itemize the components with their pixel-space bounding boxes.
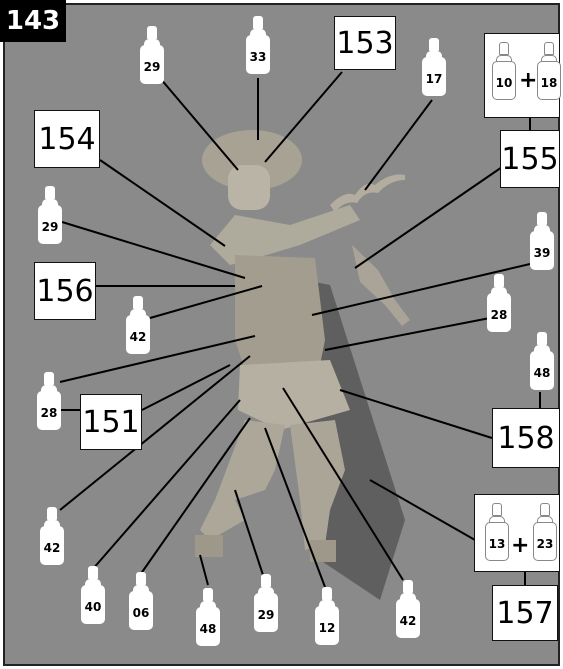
paint-bottle-48: 48 [530,332,554,390]
paint-bottle-18: 18 [537,42,561,100]
mix-13-23-box: 13 + 23 [474,494,560,572]
paint-number: 42 [390,614,426,628]
paint-number: 13 [479,537,515,551]
paint-number: 12 [309,621,345,635]
paint-bottle-29: 29 [38,186,62,244]
paint-number: 40 [75,600,111,614]
paint-bottle-42: 42 [126,296,150,354]
paint-number: 39 [524,246,560,260]
mix-10-18-box: 10 + 18 [484,33,560,118]
paint-number: 29 [134,60,170,74]
paint-number: 06 [123,606,159,620]
paint-bottle-13: 13 [485,503,509,561]
paint-number: 29 [32,220,68,234]
step-151-label: 151 [80,394,142,450]
paint-number: 29 [248,608,284,622]
paint-number: 28 [31,406,67,420]
paint-number: 23 [527,537,563,551]
paint-bottle-39: 39 [530,212,554,270]
paint-bottle-17: 17 [422,38,446,96]
paint-number: 33 [240,50,276,64]
paint-bottle-33: 33 [246,16,270,74]
step-153-label: 153 [334,16,396,70]
step-157-label: 157 [492,585,558,641]
paint-number: 28 [481,308,517,322]
paint-bottle-42: 42 [40,507,64,565]
step-158-label: 158 [492,408,560,468]
figure-number-badge: 143 [0,0,66,42]
paint-number: 42 [34,541,70,555]
paint-bottle-06: 06 [129,572,153,630]
paint-bottle-23: 23 [533,503,557,561]
paint-bottle-28: 28 [37,372,61,430]
step-156-label: 156 [34,262,96,320]
paint-bottle-29: 29 [140,26,164,84]
paint-number: 17 [416,72,452,86]
paint-number: 48 [524,366,560,380]
paint-bottle-42: 42 [396,580,420,638]
step-155-label: 155 [500,130,560,188]
paint-number: 10 [486,76,522,90]
paint-bottle-28: 28 [487,274,511,332]
paint-number: 42 [120,330,156,344]
paint-number: 18 [531,76,563,90]
paint-number: 48 [190,622,226,636]
paint-bottle-29: 29 [254,574,278,632]
paint-bottle-40: 40 [81,566,105,624]
paint-bottle-12: 12 [315,587,339,645]
paint-bottle-48: 48 [196,588,220,646]
step-154-label: 154 [34,110,100,168]
paint-bottle-10: 10 [492,42,516,100]
